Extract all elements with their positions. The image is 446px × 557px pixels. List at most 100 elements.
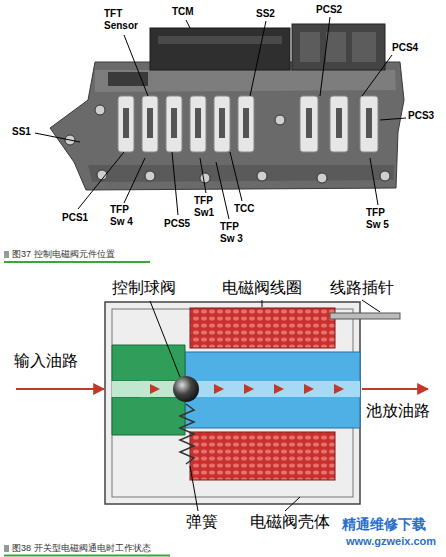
part-label: PCS4 xyxy=(392,42,418,54)
leader-line xyxy=(150,301,180,377)
solenoid-housing xyxy=(105,302,360,504)
leader-line xyxy=(320,17,330,96)
leader-line xyxy=(362,300,380,312)
leader-line xyxy=(216,162,229,219)
part-label: SS2 xyxy=(256,8,275,20)
armature xyxy=(195,381,360,397)
part-label: PCS1 xyxy=(62,212,88,224)
bolt-hole xyxy=(257,171,267,181)
bolt-hole xyxy=(275,115,285,125)
flow-arrow xyxy=(150,384,160,394)
bolt-hole xyxy=(380,171,390,181)
flow-arrow xyxy=(304,384,314,394)
bolt-hole xyxy=(317,173,327,183)
part-label: SS1 xyxy=(12,126,31,138)
part-label: PCS3 xyxy=(408,110,434,122)
solenoid xyxy=(166,96,182,152)
part-label: 控制球阀 xyxy=(112,279,176,297)
terminal-pin xyxy=(330,313,400,319)
part-label: TFP Sw 4 xyxy=(110,204,140,227)
armature xyxy=(185,352,360,428)
caption-marker xyxy=(4,251,9,258)
bolt-hole xyxy=(145,171,155,181)
bolt-hole xyxy=(95,105,105,115)
check-ball xyxy=(173,376,199,402)
tcm-module xyxy=(150,28,290,70)
connector xyxy=(352,32,376,62)
solenoid-core xyxy=(123,108,372,138)
solenoid-core xyxy=(171,108,177,138)
flow-arrow xyxy=(150,384,344,394)
solenoid-core xyxy=(336,108,342,138)
caption-marker xyxy=(4,545,9,552)
leader-line xyxy=(172,152,178,215)
part-label: 池放油路 xyxy=(366,402,430,420)
valve-body xyxy=(50,62,404,190)
solenoid-core xyxy=(195,108,201,138)
part-label: TCC xyxy=(234,203,255,215)
leader-line xyxy=(190,466,198,511)
connector xyxy=(326,32,346,62)
spring xyxy=(180,404,194,464)
solenoid-core xyxy=(306,108,312,138)
leader-line xyxy=(362,55,392,96)
solenoid-core xyxy=(366,108,372,138)
bolt-hole xyxy=(200,173,210,183)
oil-path-arrow xyxy=(362,388,428,390)
bolt-hole xyxy=(65,105,390,183)
solenoid-core xyxy=(147,108,153,138)
part-label: TFT Sensor xyxy=(104,8,146,31)
valve-body xyxy=(88,165,394,182)
part-label: TFP Sw1 xyxy=(194,195,222,218)
leader-line xyxy=(150,300,380,511)
solenoid-core xyxy=(123,108,129,138)
connector xyxy=(292,24,385,70)
part-label: TFP Sw 5 xyxy=(366,207,396,230)
terminal-pin xyxy=(330,313,400,319)
watermark: www.gzweix.com xyxy=(346,535,436,548)
solenoid xyxy=(118,96,134,152)
solenoid xyxy=(118,96,378,152)
figure-caption: 图37 控制电磁阀元件位置 xyxy=(12,249,115,259)
oil-path-arrow xyxy=(16,388,428,390)
leader-line xyxy=(35,133,80,142)
leader-line xyxy=(262,300,263,307)
watermark: 精通维修下载 xyxy=(342,516,426,532)
part-label: PCS5 xyxy=(164,218,190,230)
part-label: PCS2 xyxy=(316,4,342,16)
connector xyxy=(300,32,320,62)
flow-arrow xyxy=(274,384,284,394)
valve-body xyxy=(95,70,396,92)
leader-line xyxy=(186,20,190,28)
solenoid-core xyxy=(243,108,249,138)
solenoid-core xyxy=(219,108,225,138)
solenoid-coil xyxy=(190,432,335,480)
part-label: 电磁阀线圈 xyxy=(222,279,302,297)
oil-path-arrow xyxy=(16,388,104,390)
part-label: 输入油路 xyxy=(14,352,78,370)
solenoid-housing xyxy=(105,302,360,504)
leader-line xyxy=(370,158,378,205)
part-label: TFP Sw 3 xyxy=(220,221,250,244)
flow-arrow xyxy=(244,384,254,394)
part-label: 电磁阀壳体 xyxy=(250,513,330,531)
leader-line xyxy=(35,17,406,219)
tcm-module xyxy=(158,36,282,44)
leader-line xyxy=(124,35,148,96)
tcm-module xyxy=(108,72,148,86)
solenoid-coil xyxy=(190,308,335,348)
caption-marker xyxy=(4,261,150,263)
figure-caption: 图38 开关型电磁阀通电时工作状态 xyxy=(12,543,151,553)
solenoid xyxy=(330,96,348,152)
leader-line xyxy=(124,158,145,203)
part-label: 弹簧 xyxy=(186,513,218,531)
leader-line xyxy=(250,21,266,96)
leader-line xyxy=(230,152,242,201)
part-label: 线路插针 xyxy=(330,279,394,297)
flow-arrow xyxy=(214,384,224,394)
solenoid xyxy=(142,96,158,152)
part-label: TCM xyxy=(172,6,194,18)
armature xyxy=(185,352,360,428)
leader-line xyxy=(380,118,406,120)
